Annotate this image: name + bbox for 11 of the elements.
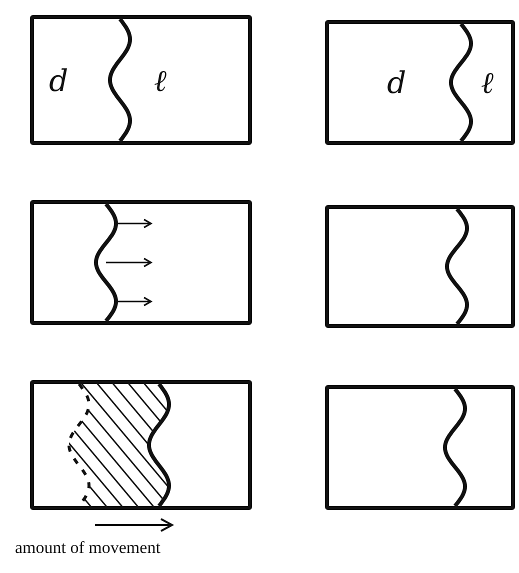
- caption-text: amount of movement: [15, 538, 160, 558]
- frame-box: [325, 385, 515, 510]
- frame-box: [30, 15, 252, 145]
- region-letter: d: [49, 67, 68, 97]
- region-letter: ℓ: [481, 69, 494, 99]
- frame-box: [30, 380, 252, 510]
- region-letter: ℓ: [154, 67, 166, 97]
- region-letter: d: [387, 69, 406, 99]
- frame-box: [325, 20, 515, 145]
- frame-box: [325, 205, 515, 328]
- frame-box: [30, 200, 252, 325]
